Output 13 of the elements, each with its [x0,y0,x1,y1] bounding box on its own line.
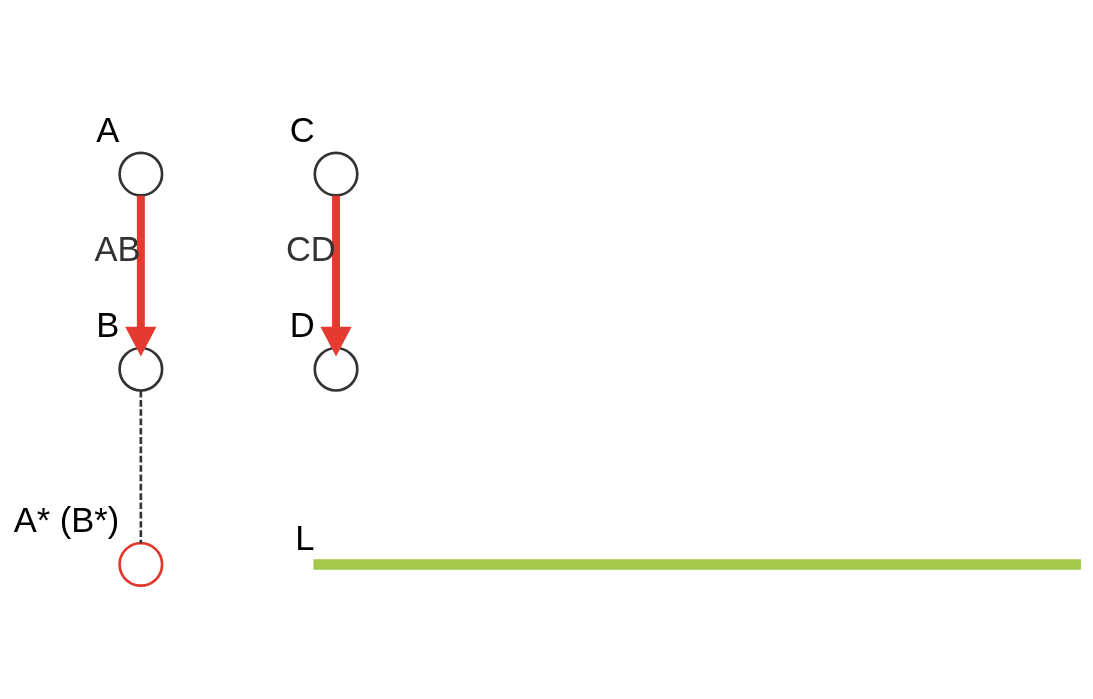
node-circle [118,346,164,392]
connector [139,390,143,543]
node-circle [118,151,164,197]
node-bar [313,558,1081,570]
node-label: D [289,305,315,344]
node-label: A [96,110,120,149]
node-label: A* (B*) [13,500,120,539]
node-circle [118,541,164,587]
node-label: L [295,518,315,557]
node-circle [313,151,359,197]
node-label: C [289,110,315,149]
node-circle [313,346,359,392]
node-label: B [96,305,120,344]
